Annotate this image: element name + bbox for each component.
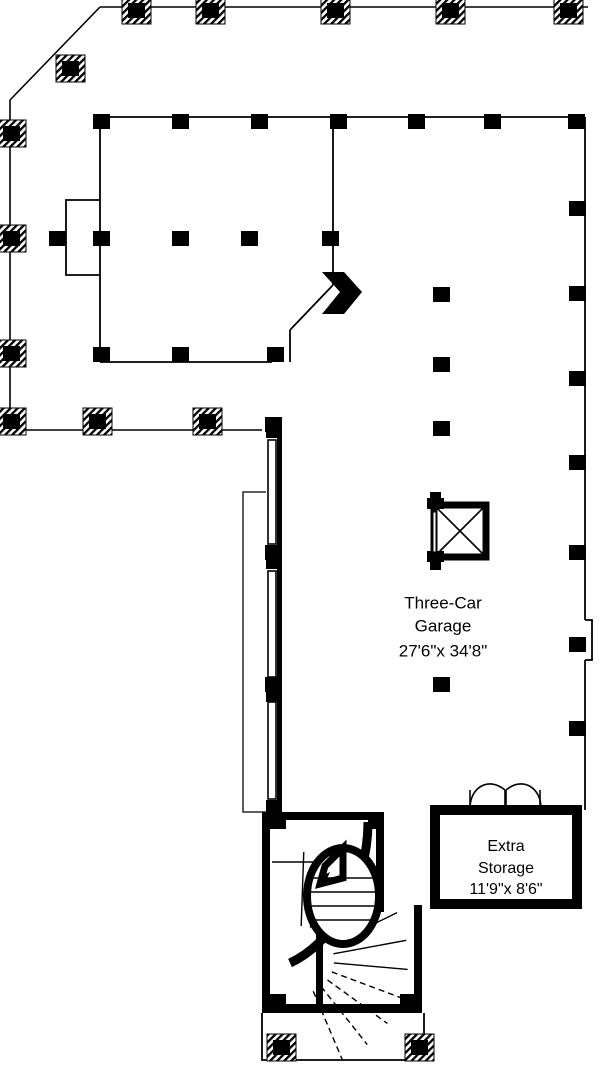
storage-label-line1: Extra (487, 838, 524, 855)
column-solid (433, 357, 450, 372)
column-hatched (55, 54, 86, 83)
column-hatched (320, 0, 351, 25)
stair-tread (312, 991, 343, 1060)
column-solid (265, 417, 282, 432)
column-solid (93, 231, 110, 246)
column-hatched (195, 0, 226, 25)
column-solid (265, 677, 282, 692)
structural-columns-hatched (0, 0, 584, 1062)
column-hatched (435, 0, 466, 25)
column-hatched (0, 339, 27, 368)
column-solid (433, 421, 450, 436)
elevator-shaft (427, 492, 490, 570)
column-solid (265, 545, 282, 560)
column-solid (408, 114, 425, 129)
column-solid (93, 114, 110, 129)
garage-dimensions: 27'6"x 34'8" (399, 641, 488, 660)
stair-tread (333, 939, 407, 955)
column-solid (484, 114, 501, 129)
storage-label-line2: Storage (478, 860, 534, 877)
stair-oval-newel (303, 839, 383, 948)
garage-overhang-outline (242, 491, 266, 813)
column-solid (172, 114, 189, 129)
column-hatched (0, 407, 27, 436)
column-solid (569, 286, 586, 301)
storage-dimensions: 11'9"x 8'6" (469, 881, 542, 898)
column-solid (568, 114, 585, 129)
angled-corner-column (322, 272, 362, 314)
structural-columns-solid (49, 114, 586, 736)
column-solid (49, 231, 66, 246)
column-solid (172, 347, 189, 362)
column-solid (569, 637, 586, 652)
column-hatched (553, 0, 584, 25)
column-solid (569, 545, 586, 560)
column-solid (322, 231, 339, 246)
column-hatched (121, 0, 152, 25)
column-hatched (266, 1033, 297, 1062)
stair-tread (331, 971, 402, 999)
column-solid (251, 114, 268, 129)
double-swing-doors (469, 783, 542, 809)
column-hatched (82, 407, 113, 436)
stair-tread (300, 852, 305, 927)
stair-tread (327, 979, 388, 1025)
column-solid (93, 347, 110, 362)
column-solid (569, 201, 586, 216)
stair-direction-arrow (322, 872, 330, 881)
column-solid (433, 677, 450, 692)
stair-tread (320, 986, 368, 1045)
stair-tread (333, 962, 408, 971)
column-hatched (192, 407, 223, 436)
column-solid (330, 114, 347, 129)
garage-label-line2: Garage (415, 616, 472, 635)
column-solid (267, 347, 284, 362)
garage-label-line1: Three-Car (404, 593, 482, 612)
column-hatched (404, 1033, 435, 1062)
column-hatched (0, 119, 27, 148)
column-solid (241, 231, 258, 246)
room-labels: Three-Car Garage 27'6"x 34'8" Extra Stor… (399, 593, 543, 898)
column-solid (569, 721, 586, 736)
thick-structural-walls (262, 805, 582, 1013)
curved-staircase (272, 821, 408, 1060)
column-solid (569, 455, 586, 470)
column-solid (172, 231, 189, 246)
column-solid (433, 287, 450, 302)
column-hatched (0, 224, 27, 253)
column-solid (569, 371, 586, 386)
